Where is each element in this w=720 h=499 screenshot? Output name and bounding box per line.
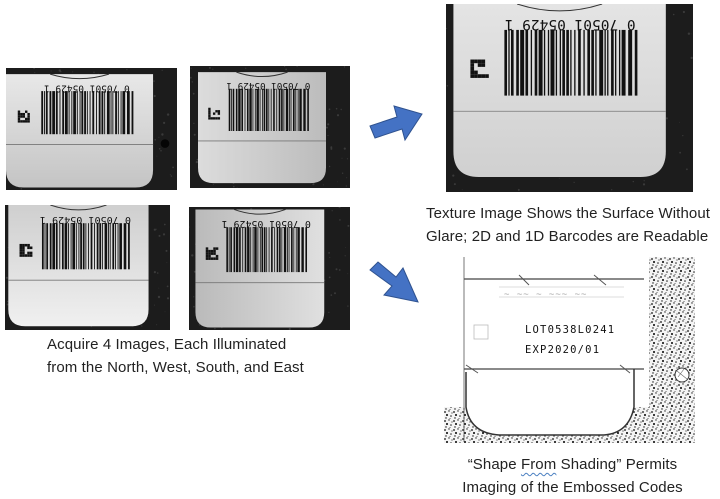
shading-caption-close: Shading” Permits <box>556 456 678 473</box>
image-west-lit: 0 70501 05429 1 <box>190 66 350 188</box>
shading-caption-line-1: “Shape From Shading” Permits <box>460 453 685 476</box>
svg-text:0 70501 05429 1: 0 70501 05429 1 <box>505 16 636 32</box>
shape-from-shading-image: ~ ~~ ~ ~~~ ~~ LOT0538L0241 EXP2020/01 <box>444 257 695 443</box>
svg-text:0 70501 05429 1: 0 70501 05429 1 <box>44 82 130 93</box>
shading-caption: “Shape From Shading” Permits Imaging of … <box>460 453 685 499</box>
svg-text:0 70501 05429 1: 0 70501 05429 1 <box>40 214 131 225</box>
right-arrow-icon <box>367 98 425 150</box>
shading-caption-open: “Shape <box>467 456 521 473</box>
shading-caption-line-2: Imaging of the Embossed Codes <box>462 479 683 496</box>
shading-caption-word: From <box>520 456 557 473</box>
svg-text:0 70501 05429 1: 0 70501 05429 1 <box>226 80 310 91</box>
acquire-caption: Acquire 4 Images, Each Illuminated from … <box>47 333 304 379</box>
arrow-bottom-shape <box>369 261 419 303</box>
texture-caption-line-1: Texture Image Shows the Surface Without <box>426 205 711 222</box>
exp-code-text: EXP2020/01 <box>525 344 600 356</box>
texture-caption: Texture Image Shows the Surface Without … <box>426 202 710 248</box>
svg-text:~ ~~ ~ ~~~ ~~: ~ ~~ ~ ~~~ ~~ <box>504 290 587 300</box>
acquire-caption-line-2: from the North, West, South, and East <box>47 359 304 376</box>
down-right-arrow-icon <box>366 256 424 308</box>
lot-code-text: LOT0538L0241 <box>525 324 615 336</box>
arrow-top-shape <box>369 105 423 142</box>
image-east-lit: 0 70501 05429 1 <box>189 207 350 330</box>
texture-image: 0 70501 05429 1 <box>446 4 693 192</box>
texture-caption-line-2: Glare; 2D and 1D Barcodes are Readable <box>426 228 709 245</box>
image-north-lit: 0 70501 05429 1 <box>6 68 177 190</box>
image-south-lit: 0 70501 05429 1 <box>5 205 170 330</box>
svg-text:0 70501 05429 1: 0 70501 05429 1 <box>222 218 311 229</box>
acquire-caption-line-1: Acquire 4 Images, Each Illuminated <box>47 336 287 353</box>
